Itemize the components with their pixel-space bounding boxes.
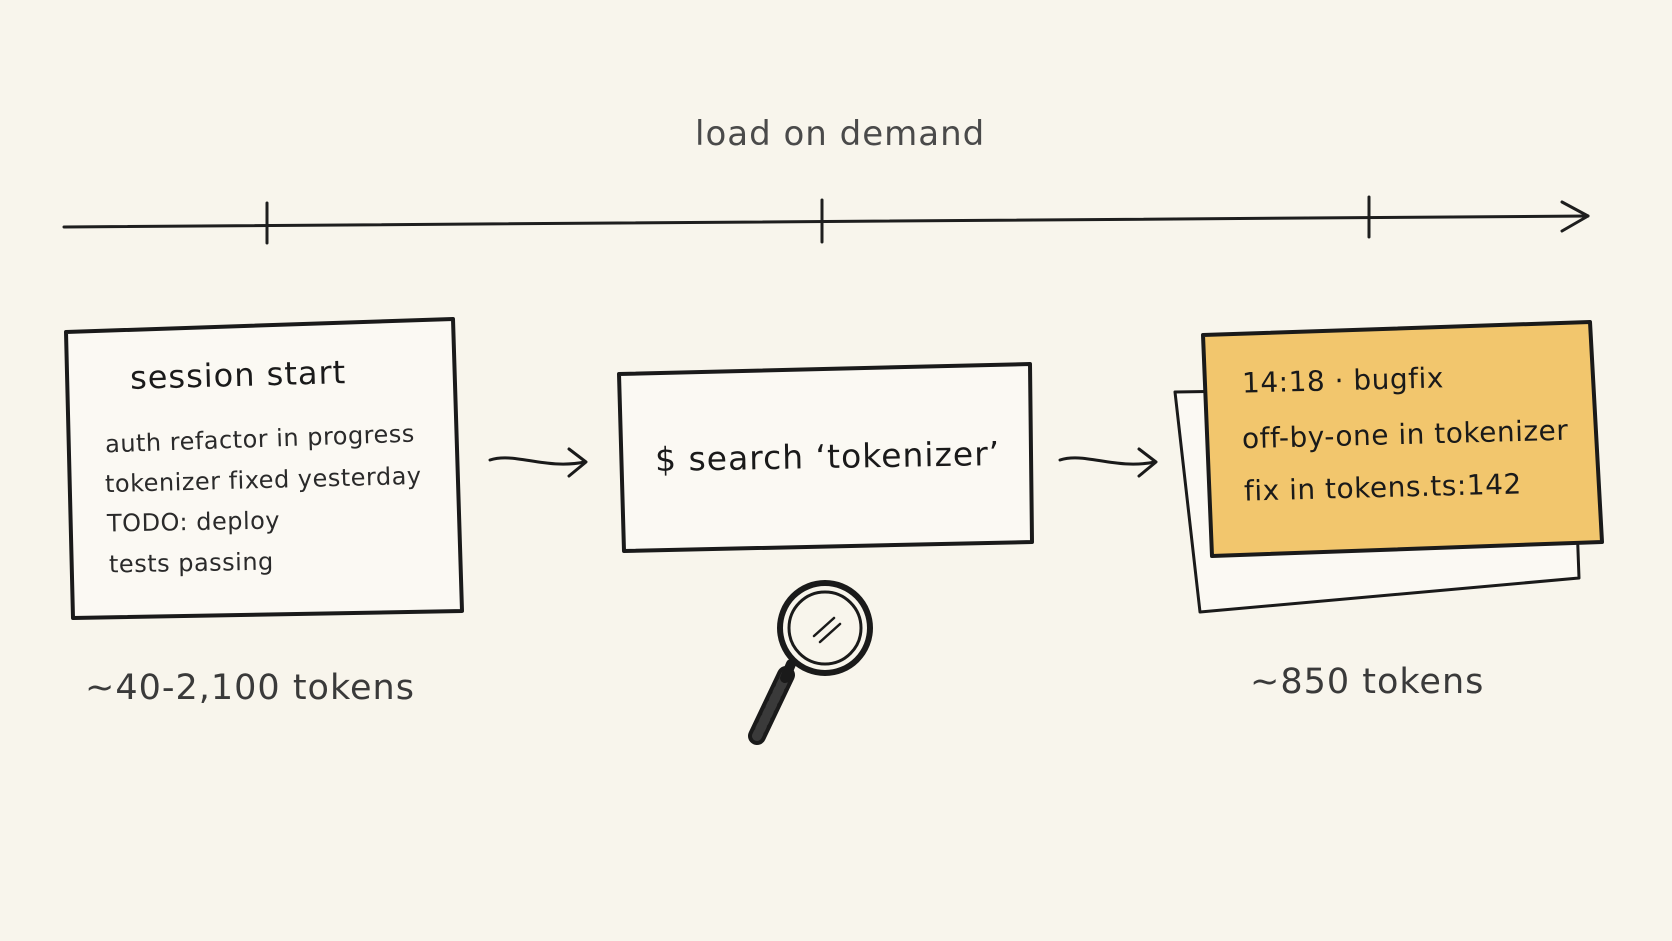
magnifier-icon [748,580,873,745]
flow-arrow-2-head [1137,447,1158,478]
result-token-count: ~850 tokens [1250,662,1485,702]
flow-arrow-1-head [567,447,588,478]
session-token-count: ~40-2,100 tokens [85,668,415,708]
flow-arrow-1 [488,456,587,466]
search-command: $ search ‘tokenizer’ [654,433,1001,480]
result-card-line: 14:18 · bugfix [1241,361,1445,400]
timeline-axis [62,214,1590,229]
session-box-line: tests passing [108,547,275,579]
search-box-outline [617,362,1034,553]
session-box-outline [64,317,464,620]
timeline-label: load on demand [695,114,986,154]
result-card-front [1201,320,1604,558]
session-box-line: TODO: deploy [106,506,281,538]
flow-arrow-2 [1058,456,1157,466]
session-box-title: session start [129,353,347,397]
timeline-arrowhead [1560,200,1590,233]
